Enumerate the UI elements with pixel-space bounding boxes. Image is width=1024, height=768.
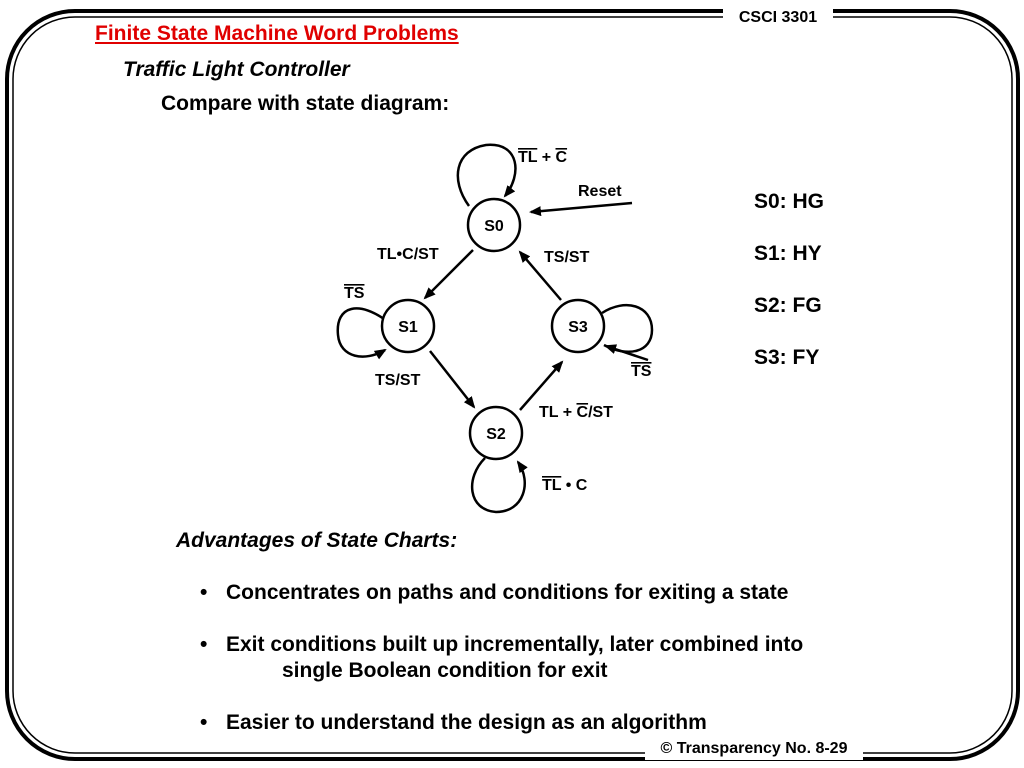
state-s1-label: S1 [398, 319, 418, 336]
loop-s0 [456, 143, 517, 207]
label-s2-self: TL • C [542, 477, 588, 494]
state-s2: S2 [468, 405, 524, 461]
arrow-reset [529, 201, 633, 217]
legend-item: S3: FY [754, 346, 820, 369]
legend-item: S1: HY [754, 242, 822, 265]
arrow-s3-s0 [518, 250, 562, 301]
intro-text: Compare with state diagram: [161, 92, 450, 115]
state-legend: S0: HG S1: HY S2: FG S3: FY [754, 188, 824, 396]
state-s3-label: S3 [568, 319, 588, 336]
legend-item: S0: HG [754, 190, 825, 213]
footer-transparency-label: © Transparency No. 8-29 [645, 738, 863, 760]
advantages-heading: Advantages of State Charts: [176, 529, 458, 552]
list-item-text: Concentrates on paths and conditions for… [226, 581, 789, 604]
label-s0-s1: TL•C/ST [377, 246, 439, 263]
list-item-continuation: single Boolean condition for exit [282, 659, 608, 682]
state-s2-label: S2 [486, 426, 506, 443]
list-item: • Concentrates on paths and conditions f… [200, 580, 960, 606]
state-s1: S1 [380, 298, 436, 354]
arrow-s1-s2 [429, 350, 476, 409]
bullet-icon: • [200, 711, 208, 734]
label-s2-s3: TL + C/ST [539, 404, 613, 421]
loop-s2 [470, 457, 528, 514]
label-s3-self: TS [631, 363, 652, 380]
arrow-s2-s3 [519, 360, 564, 411]
label-reset: Reset [578, 183, 622, 200]
course-label: CSCI 3301 [723, 8, 833, 28]
state-s0: S0 [466, 197, 522, 253]
label-s1-self: TS [344, 285, 365, 302]
state-s0-label: S0 [484, 218, 504, 235]
list-item-text: Easier to understand the design as an al… [226, 711, 707, 734]
list-item: • Exit conditions built up incrementally… [200, 632, 960, 684]
bullet-icon: • [200, 633, 208, 656]
loop-s3 [601, 303, 654, 354]
list-item-text: Exit conditions built up incrementally, … [226, 633, 804, 656]
arrow-ts-s3 [604, 344, 649, 362]
arrow-s0-s1 [423, 249, 474, 300]
list-item: • Easier to understand the design as an … [200, 710, 960, 736]
slide-title: Finite State Machine Word Problems [95, 22, 459, 45]
advantages-list: • Concentrates on paths and conditions f… [200, 580, 960, 762]
label-s0-self: TL + C [518, 149, 568, 166]
slide-subtitle: Traffic Light Controller [123, 58, 350, 81]
label-s3-s0: TS/ST [544, 249, 590, 266]
state-s3: S3 [550, 298, 606, 354]
bullet-icon: • [200, 581, 208, 604]
legend-item: S2: FG [754, 294, 822, 317]
loop-s1 [336, 307, 389, 360]
label-s1-s2: TS/ST [375, 372, 421, 389]
